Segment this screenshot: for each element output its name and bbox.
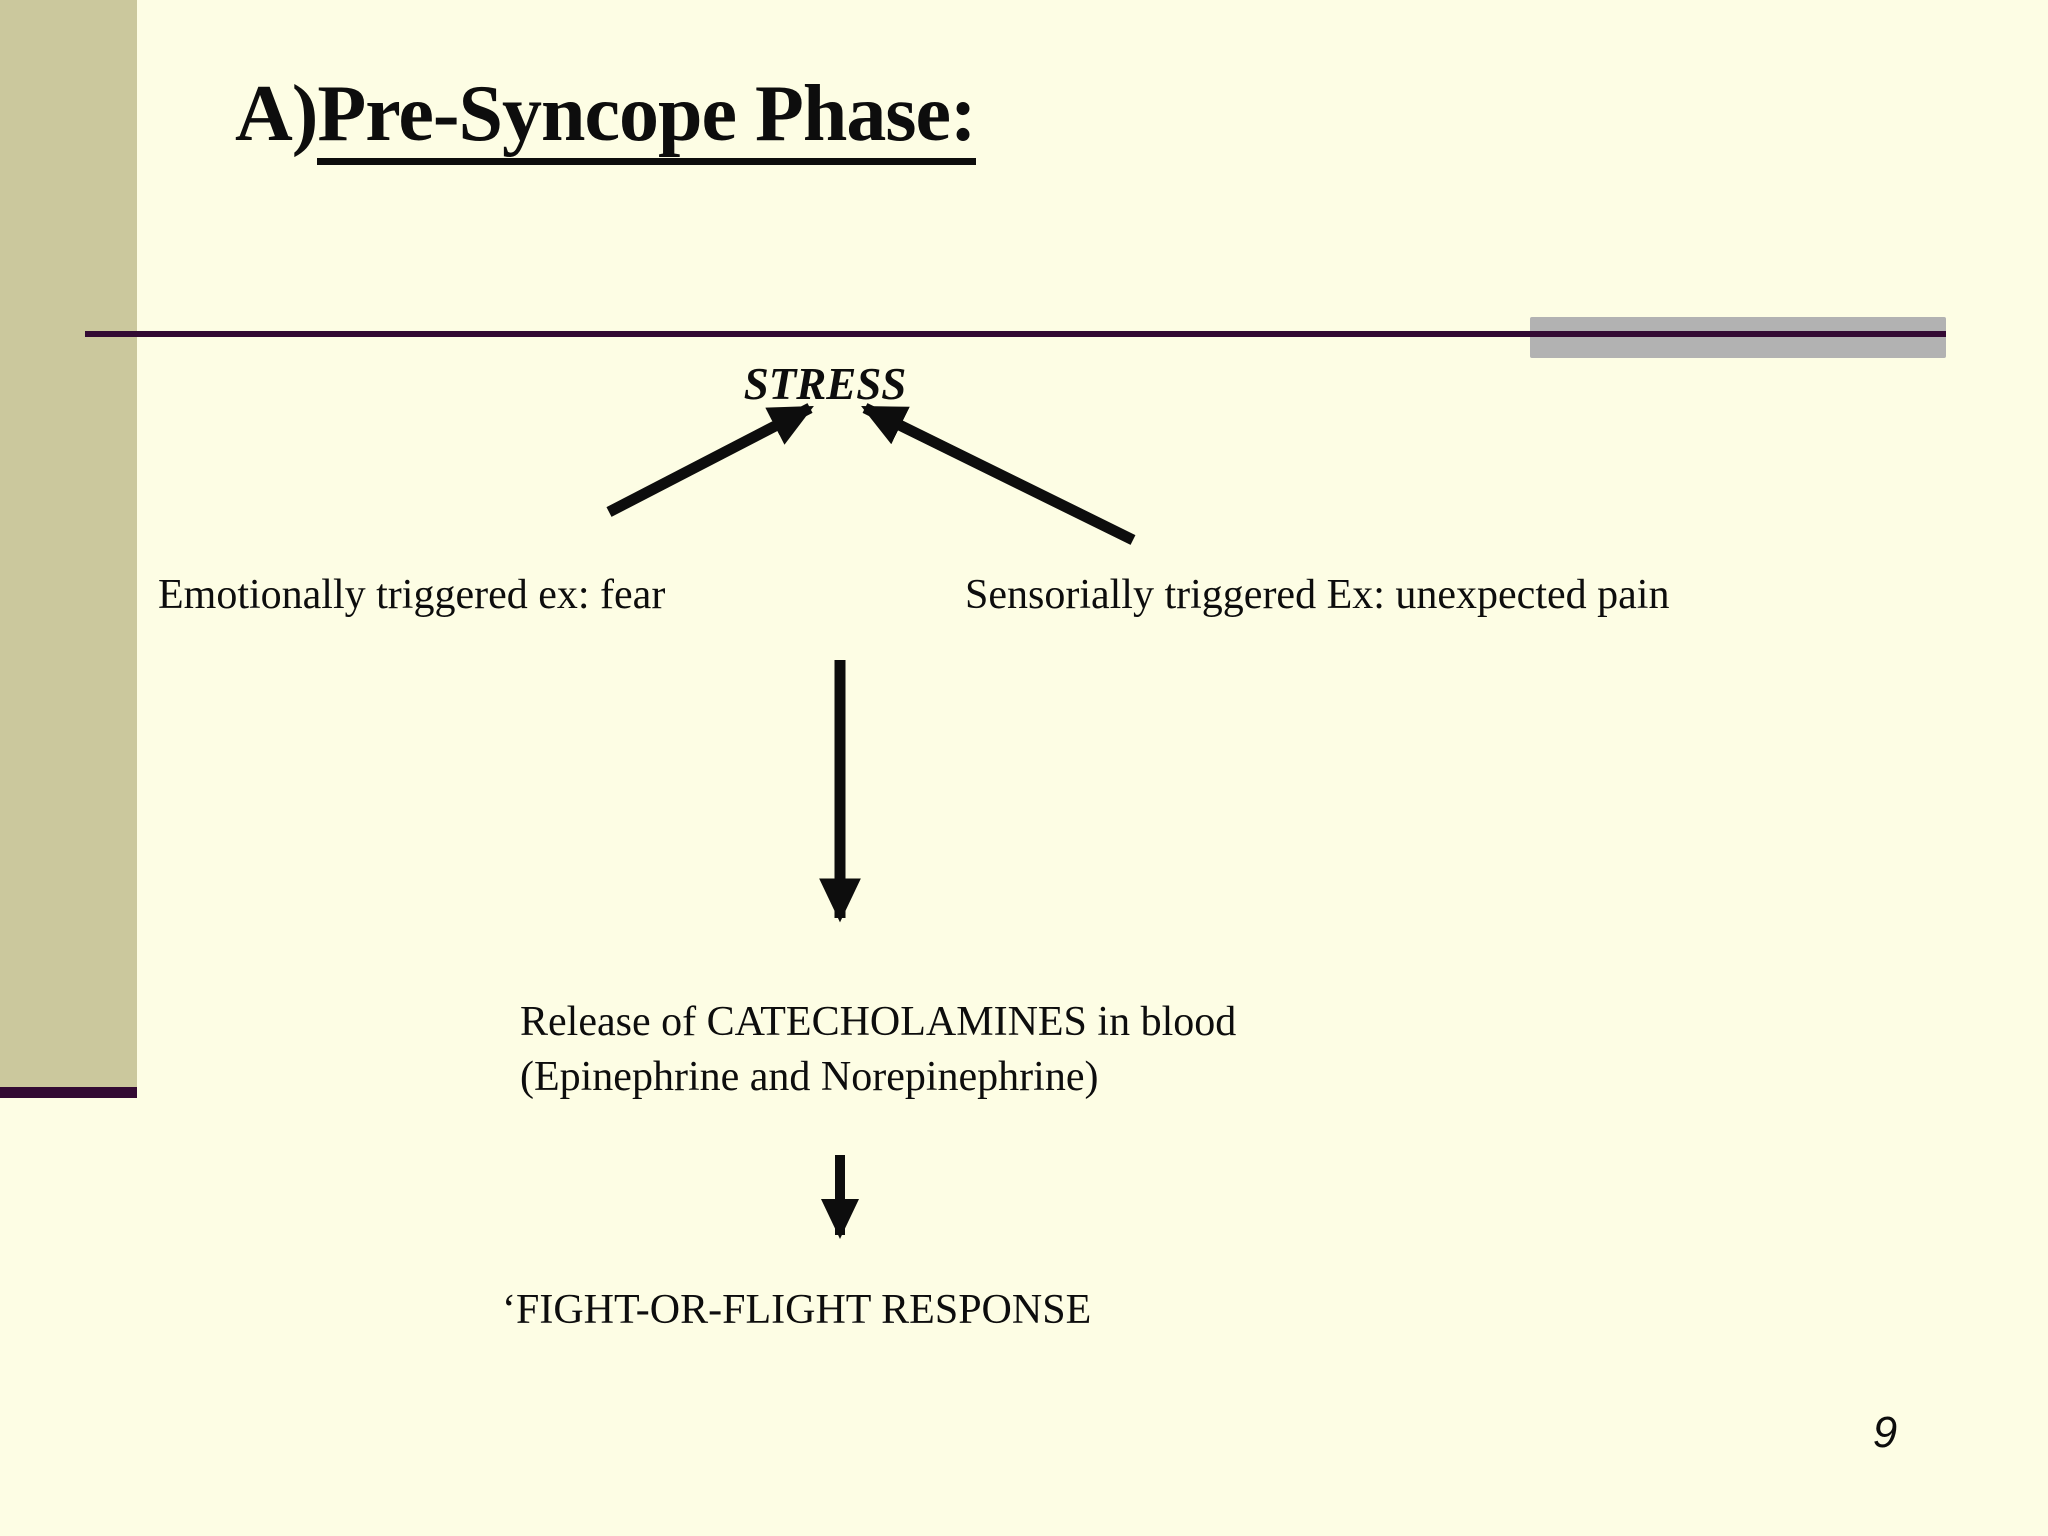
stress-node-label: STRESS — [743, 359, 907, 409]
emotional-trigger-label: Emotionally triggered ex: fear — [158, 572, 666, 618]
decorative-gray-bar — [1530, 317, 1946, 358]
slide-title: A)Pre-Syncope Phase: — [235, 70, 977, 165]
catecholamines-line1: Release of CATECHOLAMINES in blood — [520, 999, 1237, 1045]
left-accent-bar-cap — [0, 1087, 137, 1098]
arrow-emotional-to-stress — [606, 403, 814, 517]
catecholamines-label: Release of CATECHOLAMINES in blood (Epin… — [520, 995, 1236, 1106]
left-accent-bar — [0, 0, 137, 1087]
sensorial-trigger-label: Sensorially triggered Ex: unexpected pai… — [965, 572, 1670, 618]
fight-or-flight-label: ‘FIGHT-OR-FLIGHT RESPONSE — [502, 1287, 1092, 1333]
title-divider-line — [85, 331, 1946, 337]
page-number: 9 — [1872, 1408, 1898, 1457]
arrow-sensorial-to-stress — [861, 403, 1136, 545]
title-main-underlined: Pre-Syncope Phase: — [317, 70, 977, 165]
title-prefix: A) — [235, 70, 318, 158]
catecholamines-line2: (Epinephrine and Norepinephrine) — [520, 1054, 1099, 1101]
